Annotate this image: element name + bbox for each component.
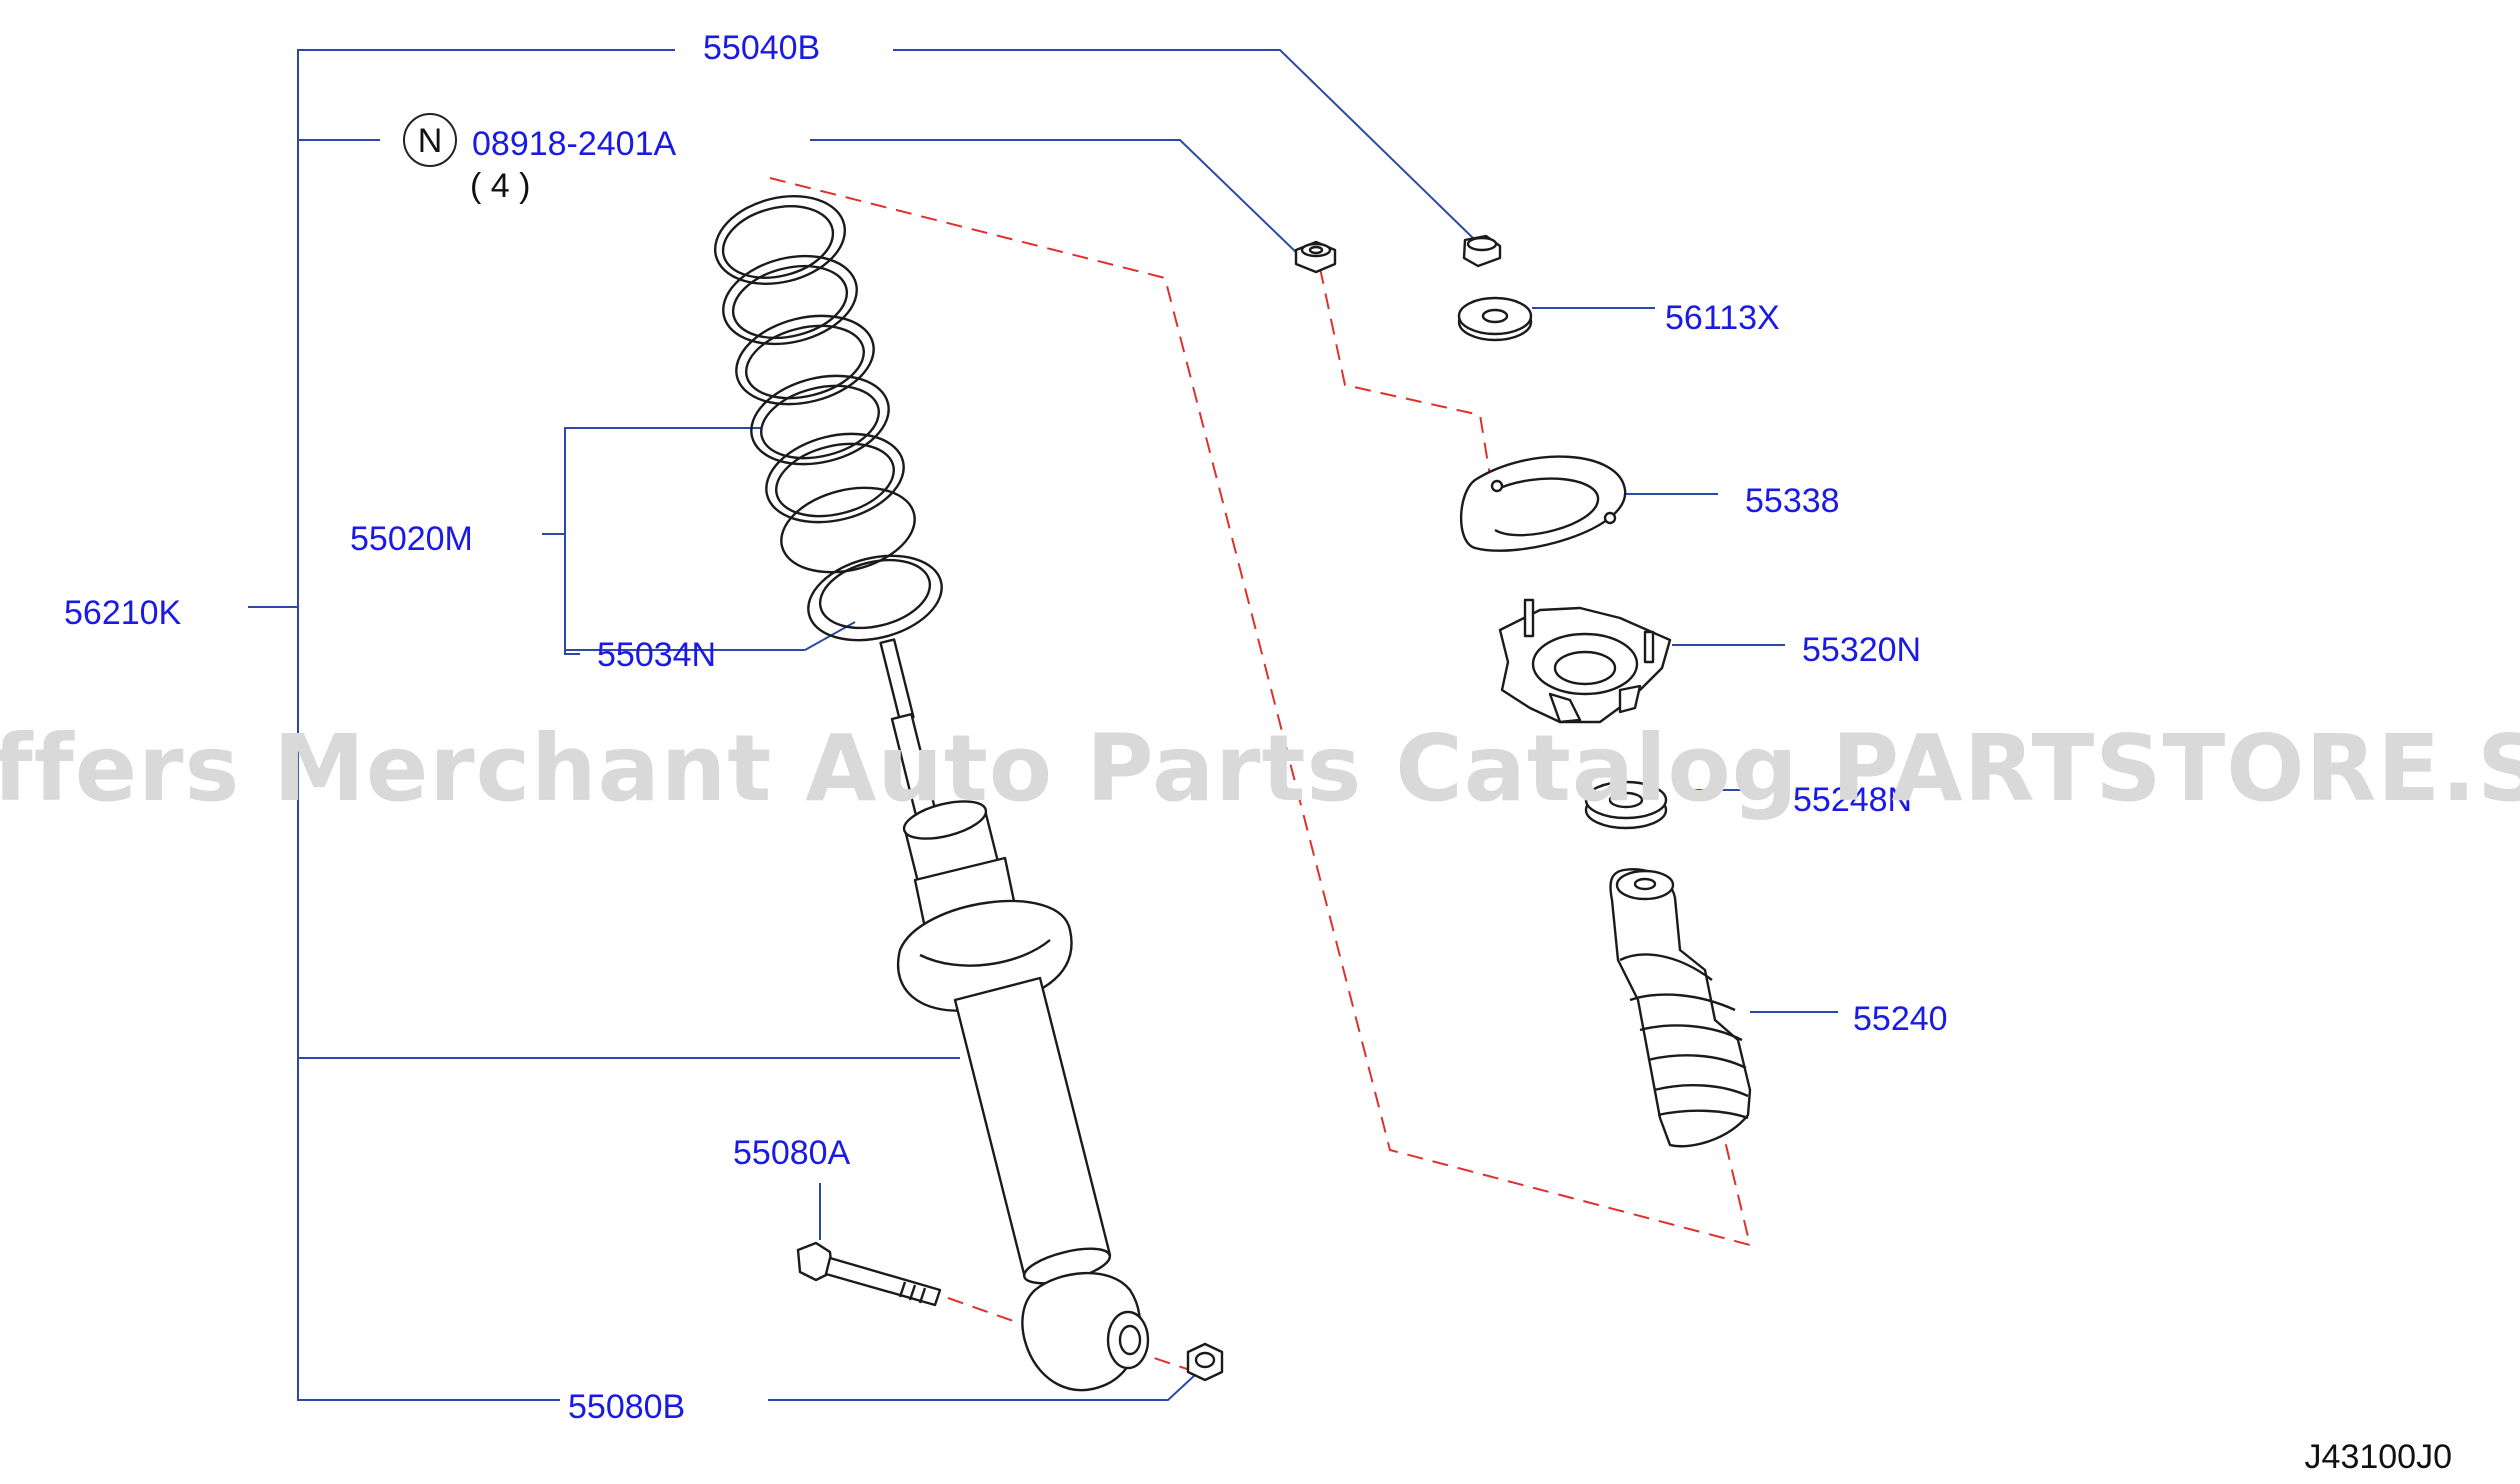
- label-55248n: 55248N: [1793, 781, 1912, 819]
- label-56113x: 56113X: [1665, 299, 1780, 337]
- diagram-code: J43100J0: [2305, 1438, 2452, 1476]
- boot-55240: [1609, 868, 1752, 1148]
- stopper-55248n: [1584, 780, 1668, 830]
- label-55080a: 55080A: [733, 1134, 851, 1172]
- shock-absorber-56210k: [879, 638, 1150, 1392]
- note-symbol: N: [403, 113, 457, 167]
- label-55020m: 55020M: [350, 520, 473, 558]
- leader-lines: [248, 49, 1838, 1401]
- nut-55040b: [1462, 234, 1502, 268]
- coil-spring-55020m: [713, 195, 916, 574]
- bolt-55080a: [796, 1241, 942, 1307]
- label-55320n: 55320N: [1802, 631, 1921, 669]
- watermark: Offers Merchant Auto Parts Catalog PARTS…: [0, 715, 2520, 822]
- part-labels: 55040B 08918-2401A ( 4 ) 56113X 55338 55…: [64, 29, 1948, 1426]
- mount-55320n: [1498, 598, 1672, 724]
- spring-seat-55034n: [807, 554, 943, 642]
- insulator-55338: [1459, 455, 1627, 552]
- nut-08918-2401a: [1294, 240, 1337, 274]
- washer-56113x: [1457, 296, 1533, 342]
- label-55040b: 55040B: [703, 29, 820, 67]
- label-55080b: 55080B: [568, 1388, 685, 1426]
- label-55240: 55240: [1853, 1000, 1948, 1038]
- label-55338: 55338: [1745, 482, 1840, 520]
- label-08918-qty: ( 4 ): [470, 167, 530, 205]
- label-56210k: 56210K: [64, 594, 182, 632]
- note-symbol-letter: N: [418, 122, 443, 160]
- label-08918-2401a: 08918-2401A: [472, 125, 677, 163]
- label-55034n: 55034N: [597, 636, 716, 674]
- nut-55080b: [1186, 1342, 1224, 1382]
